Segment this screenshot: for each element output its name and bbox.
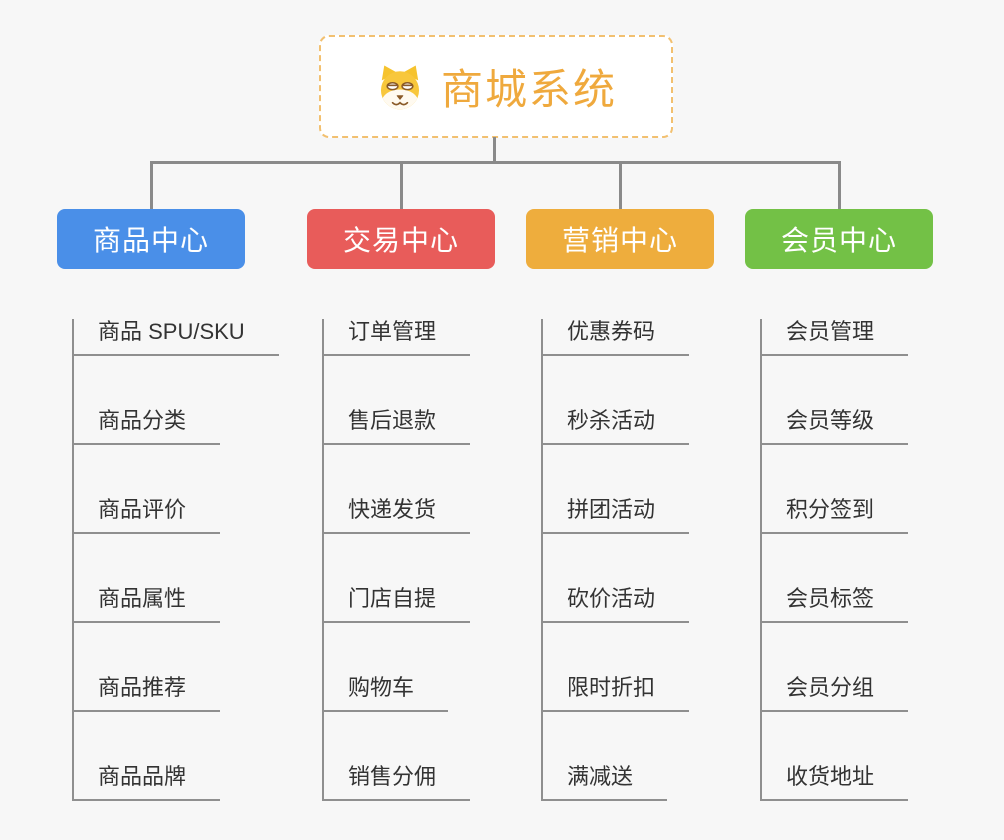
node-item[interactable]: 会员标签	[762, 586, 909, 623]
node-item[interactable]: 会员等级	[762, 408, 909, 445]
branch-header-marketing[interactable]: 营销中心	[526, 209, 714, 269]
branch-member-center: 会员中心 会员管理 会员等级 积分签到 会员标签 会员分组 收货地址	[745, 209, 933, 801]
branch-header-trade[interactable]: 交易中心	[307, 209, 495, 269]
connector-horizontal	[150, 161, 841, 164]
branch-children: 优惠券码 秒杀活动 拼团活动 砍价活动 限时折扣 满减送	[541, 319, 714, 801]
node-item[interactable]: 门店自提	[324, 586, 471, 623]
node-item[interactable]: 商品评价	[74, 497, 221, 534]
node-item[interactable]: 商品属性	[74, 586, 221, 623]
node-item[interactable]: 销售分佣	[324, 764, 471, 801]
branch-children: 会员管理 会员等级 积分签到 会员标签 会员分组 收货地址	[760, 319, 933, 801]
node-item[interactable]: 商品品牌	[74, 764, 221, 801]
node-item[interactable]: 限时折扣	[543, 675, 690, 712]
node-item[interactable]: 积分签到	[762, 497, 909, 534]
branch-children: 商品 SPU/SKU 商品分类 商品评价 商品属性 商品推荐 商品品牌	[72, 319, 279, 801]
branch-header-member[interactable]: 会员中心	[745, 209, 933, 269]
connector-drop-2	[400, 161, 403, 211]
connector-drop-1	[150, 161, 153, 211]
root-title: 商城系统	[440, 66, 617, 113]
node-item[interactable]: 秒杀活动	[543, 408, 690, 445]
connector-drop-3	[619, 161, 622, 211]
branch-product-center: 商品中心 商品 SPU/SKU 商品分类 商品评价 商品属性 商品推荐 商品品牌	[57, 209, 279, 801]
node-item[interactable]: 商品 SPU/SKU	[74, 319, 279, 356]
node-item[interactable]: 满减送	[543, 764, 668, 801]
node-item[interactable]: 售后退款	[324, 408, 471, 445]
root-node[interactable]: 商城系统	[319, 35, 673, 138]
connector-root-stub	[493, 137, 496, 163]
node-item[interactable]: 优惠券码	[543, 319, 690, 356]
branch-header-product[interactable]: 商品中心	[57, 209, 245, 269]
node-item[interactable]: 商品分类	[74, 408, 221, 445]
connector-drop-4	[838, 161, 841, 211]
node-item[interactable]: 快递发货	[324, 497, 471, 534]
node-item[interactable]: 商品推荐	[74, 675, 221, 712]
node-item[interactable]: 购物车	[324, 675, 449, 712]
node-item[interactable]: 拼团活动	[543, 497, 690, 534]
node-item[interactable]: 会员管理	[762, 319, 909, 356]
branch-marketing-center: 营销中心 优惠券码 秒杀活动 拼团活动 砍价活动 限时折扣 满减送	[526, 209, 714, 801]
dog-face-icon	[380, 64, 420, 109]
node-item[interactable]: 砍价活动	[543, 586, 690, 623]
node-item[interactable]: 收货地址	[762, 764, 909, 801]
node-item[interactable]: 会员分组	[762, 675, 909, 712]
node-item[interactable]: 订单管理	[324, 319, 471, 356]
branch-trade-center: 交易中心 订单管理 售后退款 快递发货 门店自提 购物车 销售分佣	[307, 209, 495, 801]
branch-children: 订单管理 售后退款 快递发货 门店自提 购物车 销售分佣	[322, 319, 495, 801]
